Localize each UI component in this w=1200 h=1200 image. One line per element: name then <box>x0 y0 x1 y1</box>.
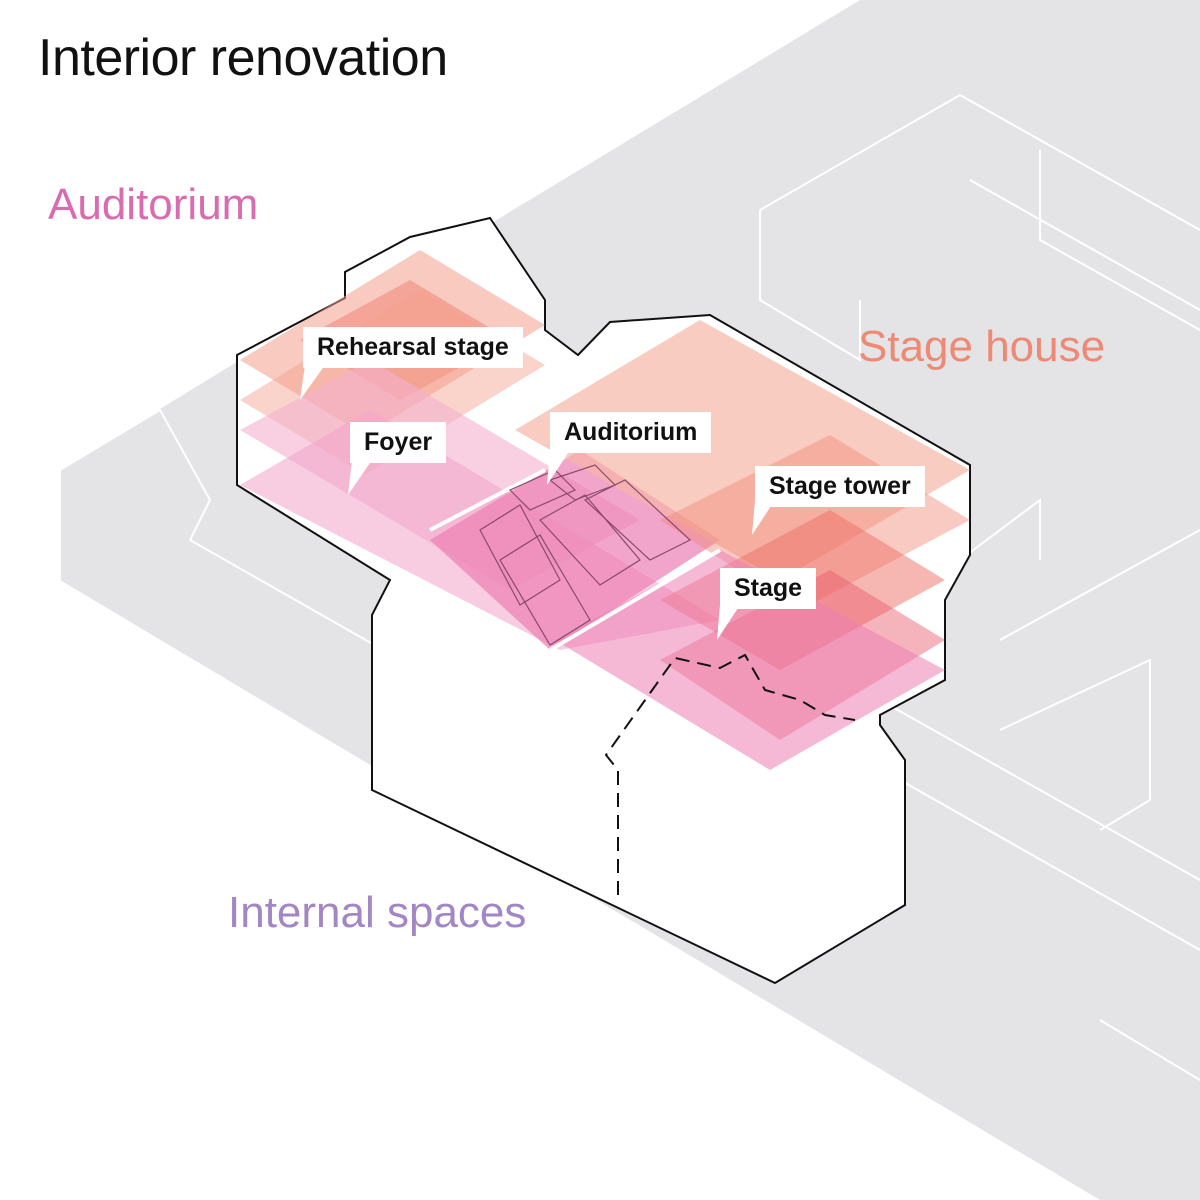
callout-foyer: Foyer <box>350 422 447 463</box>
callout-auditorium: Auditorium <box>550 412 712 453</box>
floor-dividers <box>429 468 722 652</box>
callout-stage: Stage <box>720 568 817 609</box>
dashed-boundary <box>604 653 856 895</box>
section-label-auditorium: Auditorium <box>48 180 259 229</box>
auditorium-seating <box>479 464 692 646</box>
callout-pointers <box>300 365 775 640</box>
context-lines <box>59 93 1200 1081</box>
page-title: Interior renovation <box>38 29 448 87</box>
callout-rehearsal-stage: Rehearsal stage <box>303 327 523 368</box>
callout-stage-tower: Stage tower <box>755 466 925 507</box>
section-label-stage-house: Stage house <box>858 322 1106 371</box>
section-label-internal-spaces: Internal spaces <box>228 888 527 937</box>
